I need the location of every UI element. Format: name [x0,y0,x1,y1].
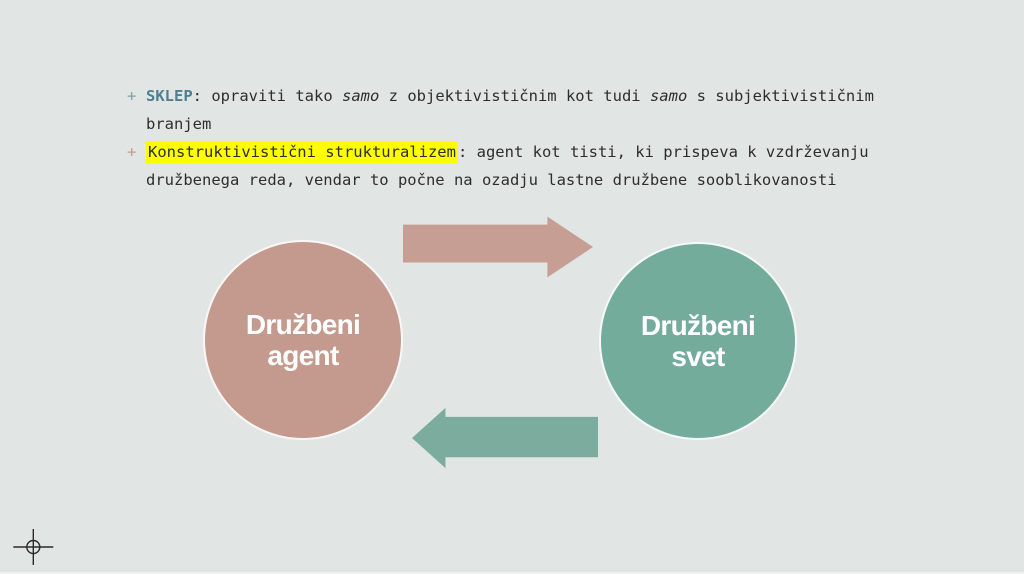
circle-druzbeni-agent: Družbeni agent [203,240,403,440]
highlighted-term: Konstruktivistični strukturalizem [146,141,458,163]
bullet-text: z objektivističnim kot tudi [379,87,650,105]
slide-text-block: + SKLEP: opraviti tako samo z objektivist… [127,82,875,194]
arrow-left-icon [412,407,598,469]
slide-bottom-edge [0,572,1024,574]
bullet-term-sklep: SKLEP [146,87,193,105]
bullet-text: agent kot tisti, ki prispeva k vzdrževan… [146,143,869,189]
circle-label-line1: Družbeni [640,310,756,341]
bullet-separator: : [192,87,212,105]
bullet-plus-marker: + [127,143,137,161]
arrow-right-icon [403,216,593,278]
bullet-text: s subjektivističnim branjem [146,87,874,133]
circle-druzbeni-svet: Družbeni svet [599,242,797,440]
bullet-separator: : [457,143,477,161]
bullet-italic-samo: samo [342,87,380,105]
bullet-text: opraviti tako [211,87,342,105]
bullet-italic-samo: samo [649,87,688,105]
circle-label-line2: svet [671,341,725,372]
bullet-item-sklep: + SKLEP: opraviti tako samo z objektivist… [127,82,875,138]
circle-label-line2: agent [267,340,339,371]
bullet-item-strukturalizem: + Konstruktivistični strukturalizem: agen… [127,138,875,194]
bullet-plus-marker: + [127,87,137,105]
registration-crosshair-icon [13,529,54,565]
circle-label-line1: Družbeni [245,309,361,340]
